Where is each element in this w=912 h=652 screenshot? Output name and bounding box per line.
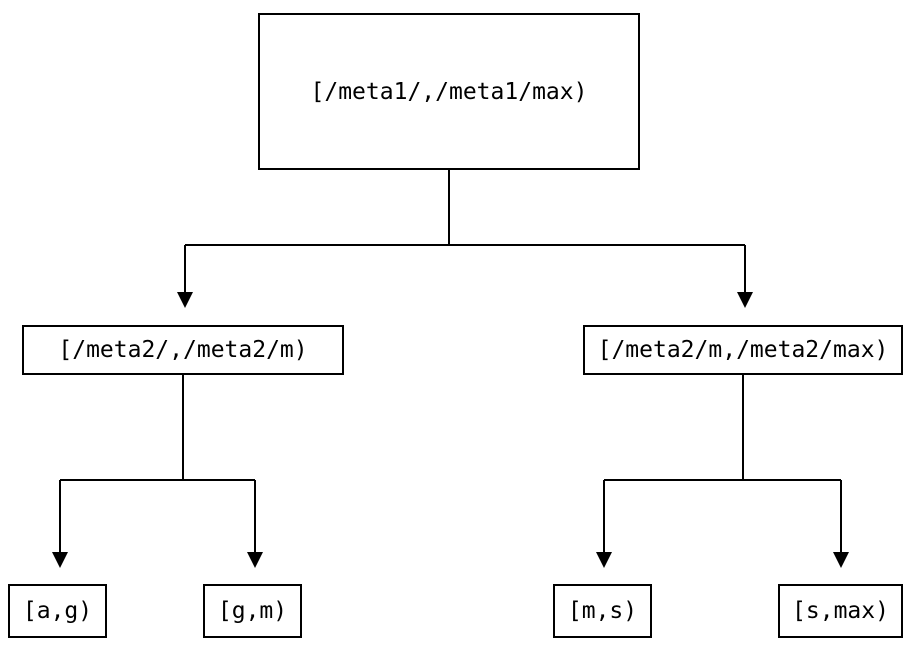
node-meta1-range: [/meta1/,/meta1/max) — [258, 13, 640, 170]
arrow-down-icon — [737, 292, 753, 308]
node-label: [s,max) — [792, 598, 889, 624]
arrow-down-icon — [177, 292, 193, 308]
node-leaf-m-s: [m,s) — [553, 584, 652, 638]
node-label: [m,s) — [567, 598, 638, 624]
node-label: [g,m) — [217, 598, 288, 624]
node-label: [/meta1/,/meta1/max) — [310, 78, 588, 105]
node-label: [a,g) — [22, 598, 93, 624]
node-leaf-s-max: [s,max) — [778, 584, 903, 638]
arrow-down-icon — [52, 552, 68, 568]
node-leaf-a-g: [a,g) — [8, 584, 107, 638]
arrow-down-icon — [596, 552, 612, 568]
arrow-down-icon — [247, 552, 263, 568]
node-label: [/meta2/m,/meta2/max) — [597, 337, 889, 363]
node-meta2-lower-range: [/meta2/,/meta2/m) — [22, 325, 344, 375]
node-label: [/meta2/,/meta2/m) — [58, 337, 308, 363]
node-meta2-upper-range: [/meta2/m,/meta2/max) — [583, 325, 903, 375]
node-leaf-g-m: [g,m) — [203, 584, 302, 638]
arrow-down-icon — [833, 552, 849, 568]
